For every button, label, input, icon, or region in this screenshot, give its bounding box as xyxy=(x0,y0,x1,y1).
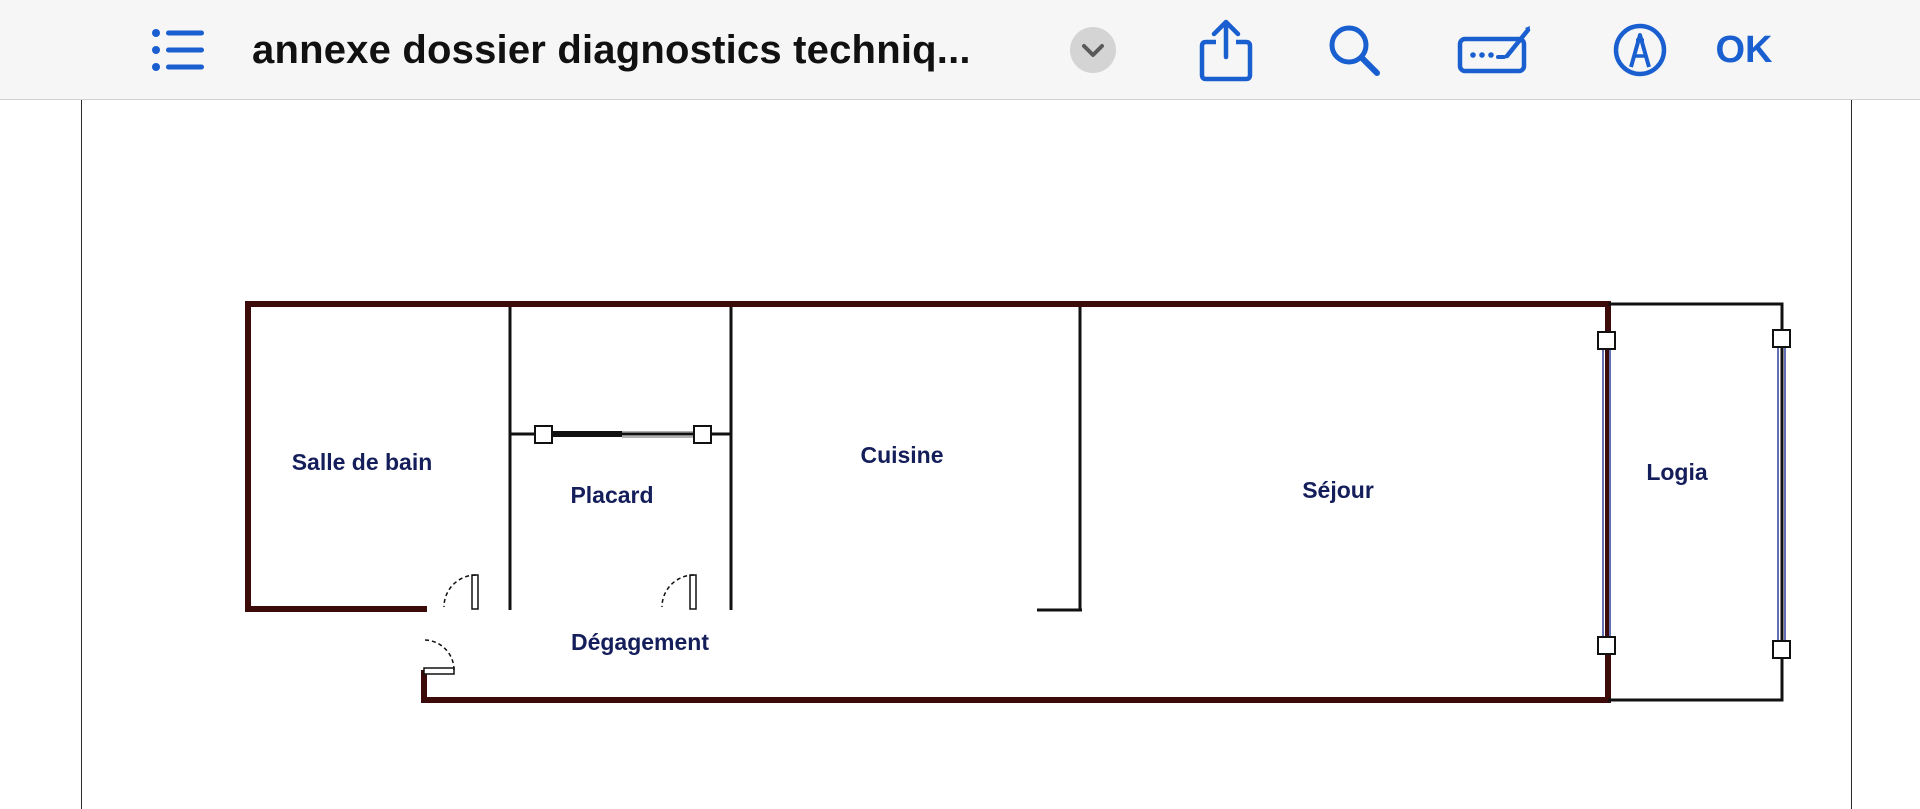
room-label-logia: Logia xyxy=(1646,459,1708,485)
markup-button[interactable] xyxy=(1612,0,1668,100)
title-menu-button[interactable] xyxy=(1070,0,1116,100)
page-edge-right xyxy=(1851,100,1852,809)
signature-icon xyxy=(1457,26,1531,74)
document-page[interactable] xyxy=(0,100,1920,809)
signature-button[interactable] xyxy=(1456,0,1534,100)
door-entrance xyxy=(418,612,455,675)
ok-button[interactable]: OK xyxy=(1708,0,1780,100)
room-label-sejour: Séjour xyxy=(1302,477,1374,503)
chevron-down-icon xyxy=(1070,27,1116,73)
logia-wall xyxy=(1608,302,1784,702)
ok-button-label: OK xyxy=(1715,28,1773,71)
share-icon xyxy=(1199,19,1253,82)
room-label-cuisine: Cuisine xyxy=(860,442,943,468)
door-placard xyxy=(661,574,697,610)
room-label-salle-de-bain: Salle de bain xyxy=(292,449,433,475)
document-title[interactable]: annexe dossier diagnostics techniq... xyxy=(252,28,971,72)
room-label-degagement: Dégagement xyxy=(571,629,709,655)
search-icon xyxy=(1329,25,1380,76)
pdf-toolbar: annexe dossier diagnostics techniq... xyxy=(0,0,1920,100)
share-button[interactable] xyxy=(1196,0,1256,100)
page-edge-left xyxy=(81,100,82,809)
list-icon xyxy=(152,29,204,71)
window-frames xyxy=(1597,329,1791,659)
outer-wall xyxy=(245,301,1611,703)
outline-list-button[interactable] xyxy=(144,0,212,100)
markup-pen-icon xyxy=(1613,23,1667,77)
interior-walls xyxy=(508,304,1082,612)
window-glazing xyxy=(1602,338,1786,650)
search-button[interactable] xyxy=(1326,0,1382,100)
placard-sliding-door xyxy=(534,425,712,444)
door-bathroom xyxy=(443,574,479,610)
room-label-placard: Placard xyxy=(570,482,653,508)
